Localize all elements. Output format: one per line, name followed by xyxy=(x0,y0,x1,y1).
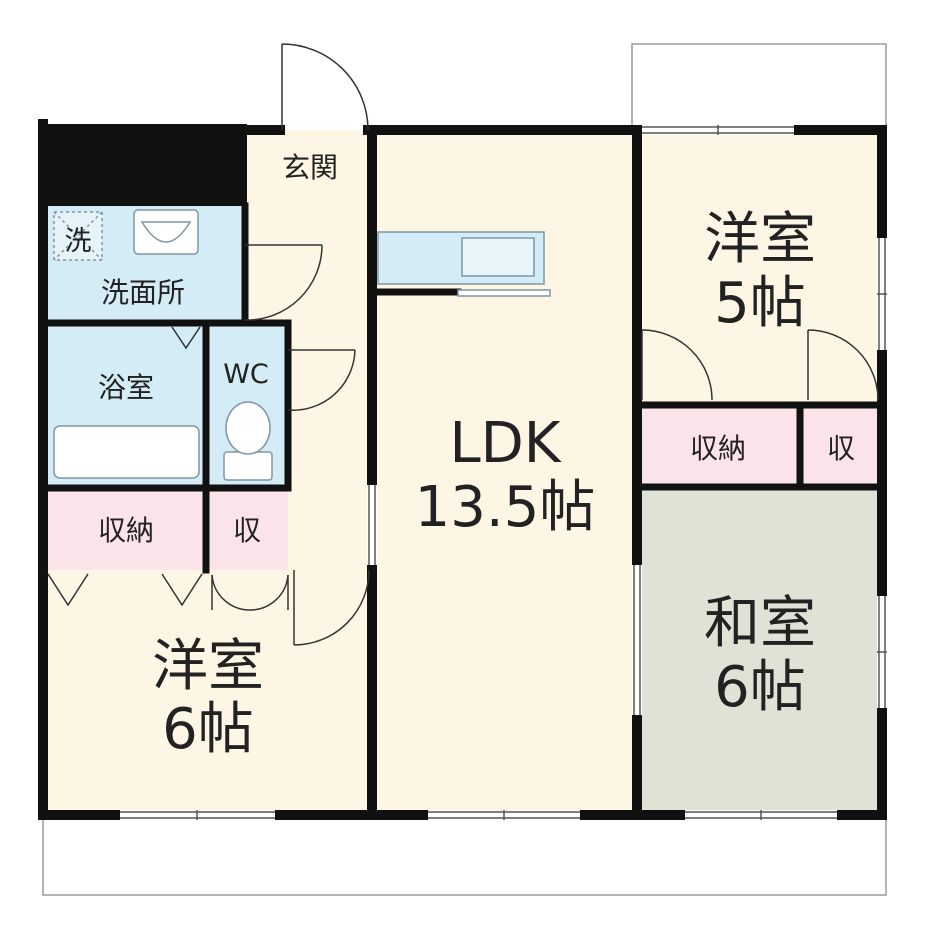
labels: 玄関 洗 洗面所 浴室 WC 収納 収 洋室 6帖 LDK 13.5帖 洋室 5… xyxy=(65,151,856,762)
label-storage-right: 収納 xyxy=(690,432,746,465)
sliding-door-ldk-japanese xyxy=(632,565,642,715)
floor-japanese-room xyxy=(637,487,882,815)
label-storage-left: 収納 xyxy=(98,514,154,547)
window-bottom-right xyxy=(685,810,837,820)
floor-storage-right xyxy=(637,405,800,487)
walls-thin xyxy=(39,202,886,574)
window-right-upper xyxy=(877,238,887,350)
kitchen-rail xyxy=(457,289,551,297)
label-western-right-size: 5帖 xyxy=(714,271,806,336)
floor-storage-right-small xyxy=(800,405,882,487)
bath-door-marker xyxy=(171,326,201,350)
window-bottom-left xyxy=(120,810,275,820)
label-wc: WC xyxy=(223,359,269,390)
label-western-left-size: 6帖 xyxy=(162,697,254,762)
toilet-tank xyxy=(223,451,273,481)
door-western-left xyxy=(293,569,370,646)
balcony-bottom xyxy=(42,814,887,896)
label-japanese-name: 和室 xyxy=(704,591,816,656)
windows xyxy=(120,125,887,820)
label-genkan: 玄関 xyxy=(282,151,338,184)
label-washer: 洗 xyxy=(65,226,92,257)
window-right-lower xyxy=(877,596,887,708)
door-wc xyxy=(287,349,356,411)
fixtures xyxy=(53,209,551,481)
toilet-bowl xyxy=(225,401,271,455)
door-senmenjo xyxy=(244,244,323,321)
door-closet-small xyxy=(211,574,289,611)
floor-western-right xyxy=(637,130,882,405)
label-storage-right-small: 収 xyxy=(827,432,855,465)
label-ldk-name: LDK xyxy=(449,411,561,476)
bathtub xyxy=(53,425,200,479)
balcony-top xyxy=(631,43,887,131)
floors xyxy=(43,130,882,815)
window-bottom-ldk xyxy=(428,810,580,820)
label-ldk-size: 13.5帖 xyxy=(415,475,596,540)
structural-column xyxy=(38,124,247,206)
label-bath: 浴室 xyxy=(98,371,154,404)
floor-western-left xyxy=(43,570,375,815)
label-storage-left-small: 収 xyxy=(233,514,261,547)
label-western-right-name: 洋室 xyxy=(704,207,816,272)
floor-storage-left-small xyxy=(206,488,288,570)
doors xyxy=(47,43,879,646)
door-entrance xyxy=(281,43,369,131)
sliding-door-corridor-ldk xyxy=(367,485,377,565)
kitchen-sink xyxy=(461,237,535,277)
label-senmenjo: 洗面所 xyxy=(101,276,185,309)
floor-storage-left xyxy=(43,488,206,570)
window-top-right xyxy=(642,125,794,135)
label-western-left-name: 洋室 xyxy=(152,634,264,699)
door-western-right-b xyxy=(807,329,879,401)
label-japanese-size: 6帖 xyxy=(714,655,806,720)
closet-folding-doors-left xyxy=(47,573,203,607)
door-western-right-a xyxy=(641,329,713,401)
